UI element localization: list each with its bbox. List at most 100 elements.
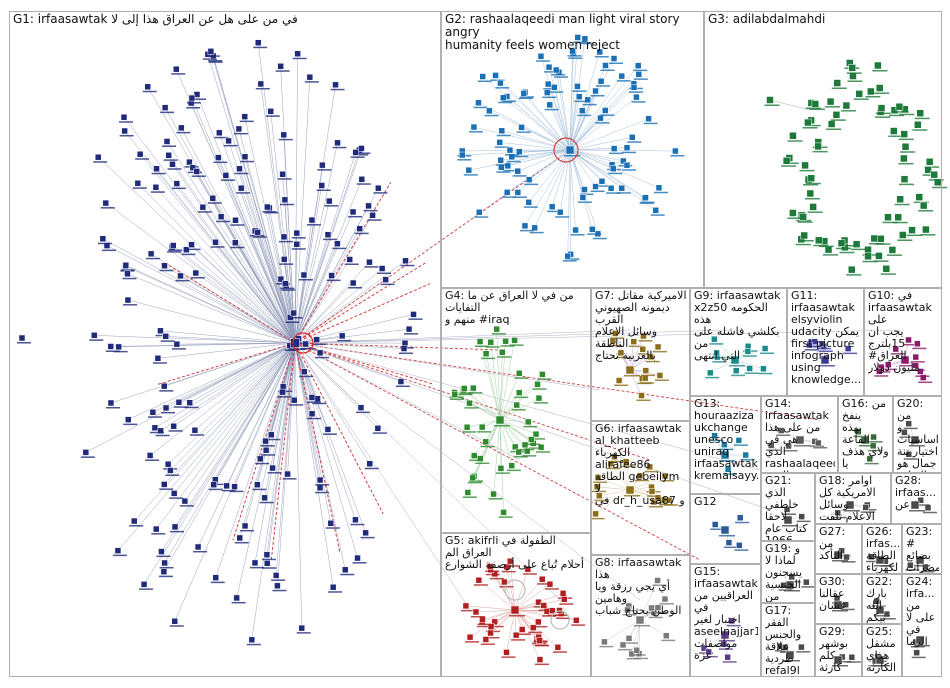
node: [121, 127, 128, 135]
edge: [172, 164, 296, 344]
node: [502, 337, 509, 345]
node-label-mark: [805, 107, 821, 110]
node: [725, 539, 733, 546]
node: [140, 581, 148, 588]
node: [912, 353, 919, 361]
node: [875, 84, 884, 92]
node: [628, 650, 635, 658]
node-label-mark: [494, 425, 510, 427]
node: [177, 272, 184, 280]
node-label-mark: [782, 513, 797, 515]
node-label-mark: [874, 375, 889, 377]
edge: [283, 134, 296, 344]
node-label-mark: [835, 247, 851, 250]
group-box-g21: G21: الذي خاطفي لاحقا كتاب عام 1966...: [761, 473, 815, 541]
node: [495, 415, 505, 425]
edge: [118, 342, 296, 348]
node: [656, 372, 664, 379]
node: [798, 643, 805, 651]
edge: [294, 260, 406, 344]
node-label-mark: [577, 114, 592, 117]
node-label-mark: [495, 472, 510, 474]
node: [268, 431, 275, 439]
node: [290, 396, 298, 404]
edge: [160, 342, 296, 431]
node-label-mark: [903, 343, 918, 346]
node-label-mark: [590, 190, 605, 193]
node: [654, 494, 662, 502]
edge: [102, 238, 296, 344]
node: [804, 118, 812, 127]
node: [875, 655, 885, 665]
node: [593, 483, 601, 490]
node-label-mark: [332, 247, 347, 250]
node: [233, 594, 240, 602]
edge: [490, 342, 501, 421]
node: [625, 365, 635, 375]
edge: [285, 283, 296, 344]
node: [809, 203, 817, 211]
group-label-g26: G26: irfas... الطاقة الكهرباء: [866, 526, 899, 574]
node: [833, 550, 843, 560]
node: [342, 566, 349, 574]
node-label-mark: [903, 427, 918, 430]
node-label-mark: [469, 480, 484, 482]
node-label-mark: [262, 211, 277, 213]
node: [476, 209, 483, 216]
node-label-mark: [190, 277, 205, 279]
node-label-mark: [851, 248, 867, 251]
node-label-mark: [467, 481, 482, 484]
edge: [294, 342, 321, 481]
node: [915, 193, 923, 201]
node: [334, 139, 341, 147]
node-label-mark: [400, 264, 415, 267]
node: [209, 195, 217, 202]
edge: [293, 342, 296, 401]
edge: [284, 259, 296, 344]
node-label-mark: [191, 98, 206, 100]
node: [482, 438, 489, 446]
node: [814, 142, 822, 151]
edge: [294, 329, 731, 344]
node-label-mark: [344, 263, 359, 266]
node-label-mark: [509, 344, 524, 346]
edge: [294, 149, 360, 344]
edge: [139, 154, 296, 344]
node-label-mark: [572, 41, 587, 43]
node: [290, 309, 297, 317]
node-label-mark: [719, 460, 735, 462]
node: [610, 165, 617, 172]
edge: [210, 51, 296, 344]
edge: [599, 489, 631, 496]
node: [914, 120, 922, 129]
node-label-mark: [207, 202, 222, 204]
node: [579, 194, 587, 201]
node: [327, 520, 335, 527]
node: [272, 572, 280, 579]
node-label-mark: [568, 57, 583, 59]
node-label-mark: [892, 221, 908, 224]
node-label-mark: [149, 431, 164, 434]
node: [124, 270, 131, 278]
node-label-mark: [404, 333, 419, 335]
node-label-mark: [239, 160, 254, 163]
node-label-mark: [160, 111, 175, 114]
node-label-mark: [291, 237, 306, 239]
node-label-mark: [189, 434, 204, 436]
group-label-g11: G11: irfaasawtak elsyviolin udacity يمكن…: [791, 290, 861, 386]
node: [274, 582, 281, 590]
edge: [239, 168, 296, 344]
edge: [294, 342, 321, 488]
node-label-mark: [650, 214, 665, 216]
edge: [194, 342, 296, 431]
edge: [213, 342, 296, 485]
node: [905, 451, 913, 458]
node: [107, 343, 115, 350]
node-label-mark: [562, 260, 577, 262]
node-label-mark: [844, 510, 860, 512]
node-label-mark: [624, 642, 639, 644]
node-label-mark: [912, 129, 928, 131]
node: [511, 337, 518, 344]
node: [378, 265, 386, 272]
node-label-mark: [255, 87, 270, 90]
